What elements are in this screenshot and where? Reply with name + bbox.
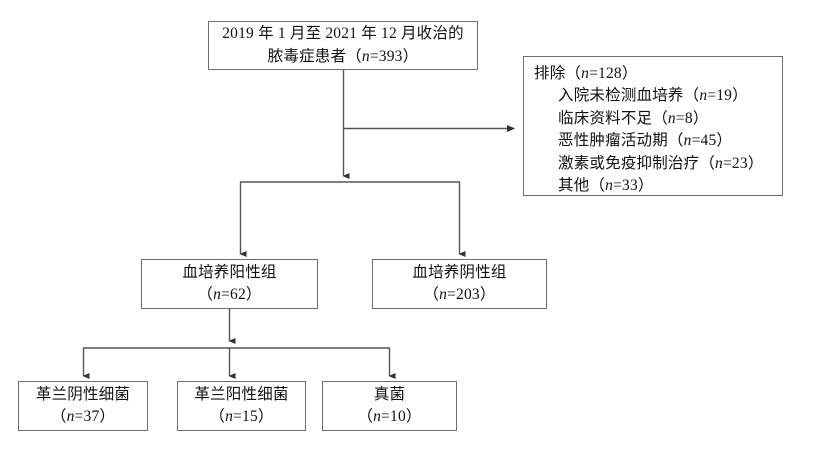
node-gram-negative-line2: （n=37） [50, 408, 116, 425]
node-gram-positive-line1: 革兰阳性细菌 [194, 385, 289, 403]
node-excluded-reason-3: 激素或免疫抑制治疗（n=23） [558, 154, 764, 172]
node-excluded-reason-4: 其他（n=33） [558, 177, 654, 195]
node-culture-negative-line1: 血培养阴性组 [412, 263, 507, 281]
node-culture-positive: 血培养阳性组 （n=62） [141, 259, 318, 309]
node-enrolled-patients: 2019 年 1 月至 2021 年 12 月收治的 脓毒症患者（n=393） [208, 21, 478, 70]
node-gram-positive-bacteria: 革兰阳性细菌 （n=15） [177, 381, 306, 431]
node-culture-positive-line1: 血培养阳性组 [182, 263, 277, 281]
node-enrolled-line2: 脓毒症患者（n=393） [267, 47, 419, 65]
node-fungi: 真菌 （n=10） [322, 381, 457, 431]
node-excluded-heading: 排除（n=128） [534, 65, 638, 82]
node-gram-negative-bacteria: 革兰阴性细菌 （n=37） [18, 381, 148, 431]
node-excluded-reason-1: 临床资料不足（n=8） [558, 109, 709, 127]
node-enrolled-line1: 2019 年 1 月至 2021 年 12 月收治的 [222, 25, 464, 43]
node-culture-positive-line2: （n=62） [197, 286, 262, 303]
node-excluded-reason-2: 恶性肿瘤活动期（n=45） [558, 132, 733, 150]
node-fungi-line1: 真菌 [373, 385, 406, 403]
node-gram-positive-line2: （n=15） [209, 408, 274, 425]
node-culture-negative: 血培养阴性组 （n=203） [372, 259, 547, 309]
node-fungi-line2: （n=10） [357, 408, 422, 425]
node-excluded: 排除（n=128） 入院未检测血培养（n=19） 临床资料不足（n=8） 恶性肿… [523, 56, 783, 196]
node-culture-negative-line2: （n=203） [423, 286, 496, 303]
node-gram-negative-line1: 革兰阴性细菌 [35, 385, 131, 403]
node-excluded-reason-0: 入院未检测血培养（n=19） [558, 87, 748, 105]
